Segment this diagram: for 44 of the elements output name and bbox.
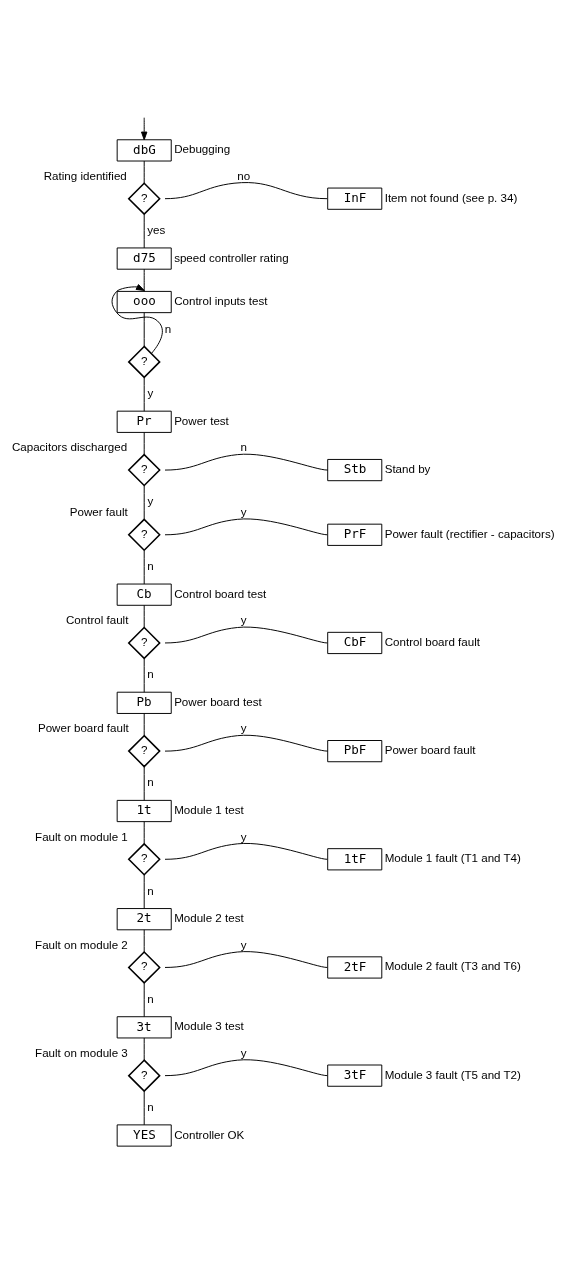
edge-label: n [147,992,154,1005]
edge-label: y [147,386,154,399]
node-label: Control board fault [384,635,480,648]
edge-label: yes [147,223,166,236]
edge-label: y [240,721,247,734]
node-label: Power fault (rectifier - capacitors) [384,527,555,540]
node-label: Control inputs test [174,294,268,307]
node-label: Fault on module 2 [35,938,128,951]
node-label: Control board test [174,587,267,600]
node-label: Controller OK [174,1128,245,1141]
node-label: Debugging [174,142,231,155]
edge-label: n [147,1100,154,1113]
edge-label: no [237,169,251,182]
edge-label: y [240,505,247,518]
edge-label: n [147,667,154,680]
node-label: Capacitors discharged [11,440,128,453]
edge-label: n [147,884,154,897]
edge-label: n [240,440,247,453]
node-label: Module 1 fault (T1 and T4) [384,851,521,864]
node-label: Power board fault [37,721,129,734]
edge-label: n [147,775,154,788]
node-label: Control fault [65,613,129,626]
edge-label: y [240,830,247,843]
node-label: Rating identified [43,169,127,182]
node-label: Power board test [174,695,262,708]
node-label: Stand by [384,462,431,475]
edge-label: n [164,322,172,335]
node-label: Item not found (see p. 34) [384,191,518,204]
node-label: Module 3 fault (T5 and T2) [384,1068,521,1081]
edge-label: n [147,559,154,572]
node-label: Module 2 test [174,911,244,924]
node-label: Module 1 test [174,803,244,816]
edge-label: y [240,1046,247,1059]
node-label: Module 2 fault (T3 and T6) [384,959,521,972]
edge-label: y [147,494,154,507]
node-label: Power board fault [384,743,476,756]
node-label: Fault on module 3 [35,1046,128,1059]
node-label: Power fault [69,505,128,518]
edge-label: y [240,613,247,626]
node-label: Power test [174,414,229,427]
node-label: speed controller rating [174,251,289,264]
node-label: Module 3 test [174,1019,244,1032]
edge-label: y [240,938,247,951]
node-label: Fault on module 1 [35,830,128,843]
